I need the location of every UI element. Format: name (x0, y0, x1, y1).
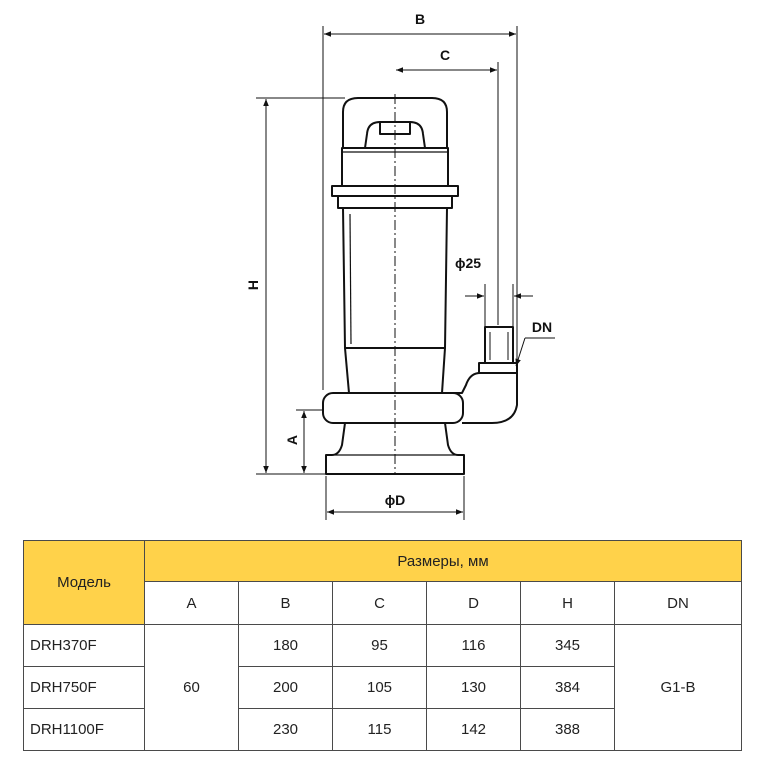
dimension-25-label: ϕ25 (455, 255, 481, 271)
column-header-c: C (332, 581, 427, 625)
dimension-25 (465, 284, 533, 327)
model-cell: DRH1100F (23, 708, 145, 751)
dimension-d (325, 476, 465, 520)
dimension-dn-label: DN (532, 319, 552, 335)
model-cell: DRH750F (23, 666, 145, 709)
dimension-c (396, 62, 499, 325)
model-header: Модель (23, 540, 145, 625)
column-header-dn: DN (614, 581, 742, 625)
dimension-d-label: ϕD (385, 492, 406, 508)
dimension-b (322, 26, 518, 390)
dimension-b-label: B (415, 11, 425, 27)
dimension-a-label: A (284, 435, 300, 445)
c-cell: 115 (332, 708, 427, 751)
dimension-h-label: H (245, 280, 261, 290)
b-cell: 200 (238, 666, 333, 709)
c-cell: 105 (332, 666, 427, 709)
d-cell: 116 (426, 624, 521, 667)
d-cell: 130 (426, 666, 521, 709)
h-cell: 345 (520, 624, 615, 667)
column-header-b: B (238, 581, 333, 625)
b-cell: 230 (238, 708, 333, 751)
dimension-dn (515, 337, 555, 367)
b-cell: 180 (238, 624, 333, 667)
dimension-h (256, 97, 345, 475)
c-cell: 95 (332, 624, 427, 667)
table-row: DRH370F 60 180 95 116 345 G1-B (23, 624, 742, 751)
column-header-d: D (426, 581, 521, 625)
pump-outline (322, 97, 518, 475)
d-cell: 142 (426, 708, 521, 751)
column-header-h: H (520, 581, 615, 625)
dimension-a (296, 409, 323, 473)
shared-dn-cell: G1-B (614, 624, 742, 751)
shared-a-cell: 60 (144, 624, 239, 751)
pump-drawing: B C H A ϕD ϕ25 DN (245, 11, 555, 520)
table-row: DRH1100F 230 115 142 388 (23, 708, 742, 751)
h-cell: 384 (520, 666, 615, 709)
dimensions-table: Модель Размеры, мм A B C D H DN DRH370F … (23, 540, 742, 751)
model-cell: DRH370F (23, 624, 145, 667)
dimension-c-label: C (440, 47, 450, 63)
column-header-a: A (144, 581, 239, 625)
h-cell: 388 (520, 708, 615, 751)
dimensions-group-header: Размеры, мм (144, 540, 742, 582)
